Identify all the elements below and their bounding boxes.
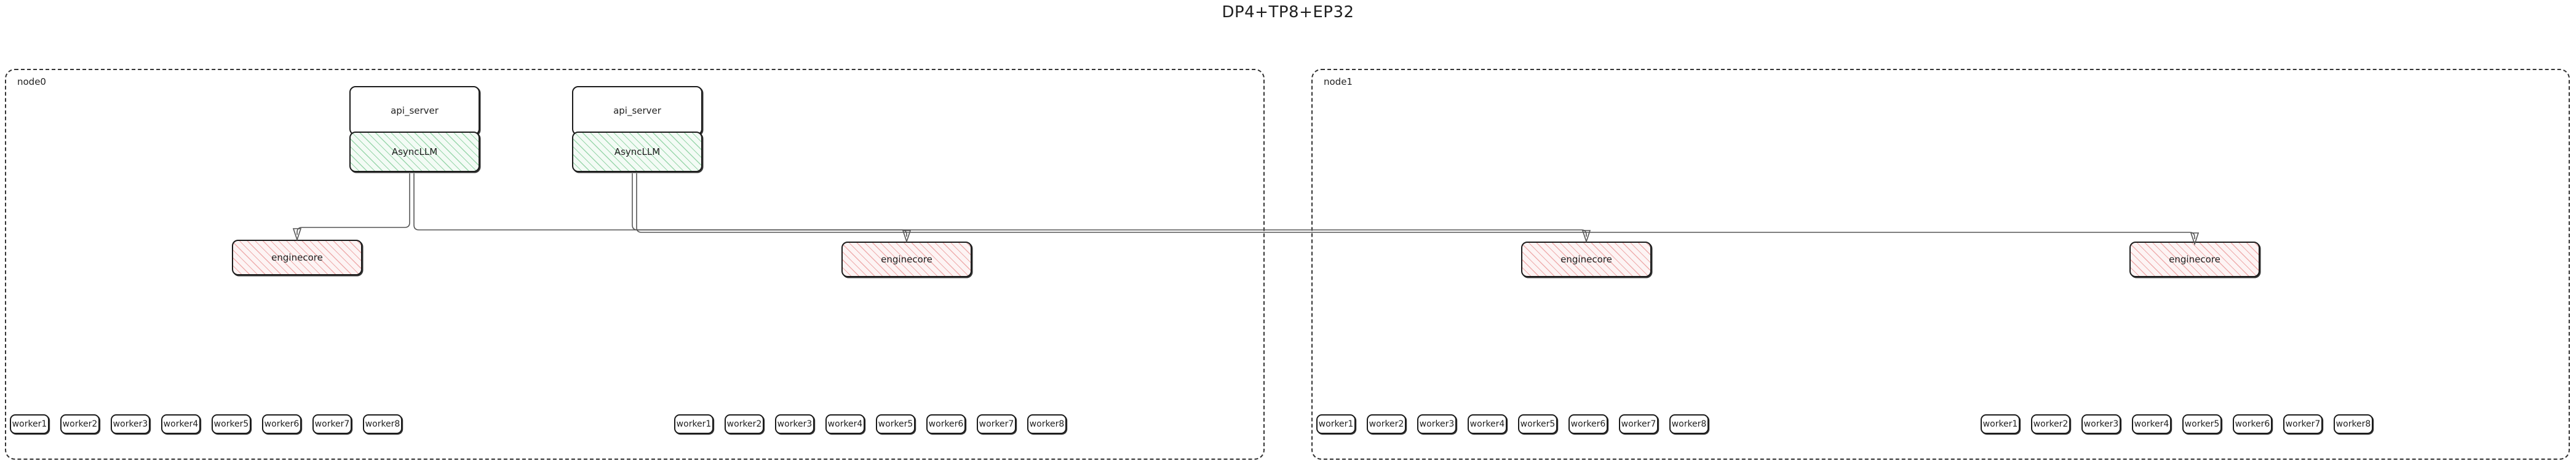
worker-label: worker5	[878, 419, 913, 429]
worker-box[interactable]: worker5	[2182, 414, 2222, 434]
worker-label: worker8	[1671, 419, 1707, 429]
worker-box[interactable]: worker2	[725, 414, 764, 434]
worker-label: worker8	[365, 419, 400, 429]
enginecore-label: enginecore	[2169, 254, 2220, 265]
enginecore-label: enginecore	[881, 254, 932, 265]
asyncllm-box-1[interactable]: AsyncLLM	[572, 132, 702, 172]
worker-box[interactable]: worker7	[2283, 414, 2323, 434]
worker-label: worker7	[1621, 419, 1656, 429]
worker-box[interactable]: worker2	[60, 414, 100, 434]
worker-label: worker3	[2083, 419, 2119, 429]
worker-box[interactable]: worker5	[1518, 414, 1557, 434]
worker-box[interactable]: worker1	[10, 414, 49, 434]
enginecore-box-node0-0[interactable]: enginecore	[232, 240, 362, 275]
worker-label: worker4	[163, 419, 199, 429]
worker-label: worker1	[676, 419, 712, 429]
worker-box[interactable]: worker1	[1316, 414, 1356, 434]
worker-box[interactable]: worker1	[674, 414, 714, 434]
worker-box[interactable]: worker5	[876, 414, 915, 434]
worker-label: worker3	[113, 419, 148, 429]
worker-box[interactable]: worker4	[2132, 414, 2171, 434]
worker-label: worker8	[1029, 419, 1065, 429]
worker-label: worker2	[62, 419, 98, 429]
worker-label: worker5	[2184, 419, 2220, 429]
worker-label: worker6	[928, 419, 964, 429]
worker-label: worker3	[1419, 419, 1455, 429]
worker-box[interactable]: worker5	[212, 414, 251, 434]
worker-box[interactable]: worker1	[1981, 414, 2020, 434]
worker-label: worker7	[314, 419, 350, 429]
page-title: DP4+TP8+EP32	[1222, 3, 1354, 22]
worker-box[interactable]: worker6	[1568, 414, 1608, 434]
worker-box[interactable]: worker6	[262, 414, 301, 434]
enginecore-box-node0-1[interactable]: enginecore	[841, 242, 972, 277]
worker-box[interactable]: worker4	[1468, 414, 1507, 434]
worker-label: worker2	[2033, 419, 2069, 429]
worker-label: worker4	[2134, 419, 2169, 429]
worker-label: worker1	[12, 419, 47, 429]
worker-box[interactable]: worker2	[2031, 414, 2070, 434]
worker-box[interactable]: worker4	[825, 414, 865, 434]
worker-label: worker6	[2235, 419, 2270, 429]
enginecore-label: enginecore	[1560, 254, 1612, 265]
cluster-label-node0: node0	[17, 76, 46, 87]
worker-box[interactable]: worker3	[111, 414, 150, 434]
worker-label: worker4	[1469, 419, 1505, 429]
asyncllm-label: AsyncLLM	[391, 146, 438, 157]
worker-box[interactable]: worker7	[312, 414, 352, 434]
worker-box[interactable]: worker8	[1027, 414, 1067, 434]
worker-label: worker6	[264, 419, 300, 429]
worker-label: worker2	[1369, 419, 1404, 429]
worker-box[interactable]: worker8	[363, 414, 402, 434]
worker-label: worker4	[827, 419, 863, 429]
worker-box[interactable]: worker8	[1669, 414, 1709, 434]
worker-label: worker5	[213, 419, 249, 429]
worker-box[interactable]: worker2	[1367, 414, 1406, 434]
enginecore-label: enginecore	[271, 252, 323, 263]
worker-box[interactable]: worker4	[161, 414, 201, 434]
api-server-label: api_server	[391, 105, 439, 116]
worker-label: worker3	[777, 419, 813, 429]
api-server-label: api_server	[613, 105, 661, 116]
worker-box[interactable]: worker7	[1619, 414, 1658, 434]
worker-label: worker7	[979, 419, 1014, 429]
worker-label: worker8	[2335, 419, 2371, 429]
worker-box[interactable]: worker3	[1417, 414, 1457, 434]
worker-label: worker1	[1982, 419, 2018, 429]
asyncllm-box-0[interactable]: AsyncLLM	[349, 132, 480, 172]
asyncllm-label: AsyncLLM	[614, 146, 661, 157]
worker-box[interactable]: worker7	[977, 414, 1016, 434]
cluster-node0: node0	[5, 69, 1265, 460]
enginecore-box-node1-1[interactable]: enginecore	[2129, 242, 2260, 277]
api-server-box-1[interactable]: api_server	[572, 86, 702, 135]
worker-box[interactable]: worker6	[926, 414, 966, 434]
worker-box[interactable]: worker6	[2233, 414, 2272, 434]
cluster-node1: node1	[1311, 69, 2570, 460]
worker-box[interactable]: worker3	[2081, 414, 2121, 434]
worker-label: worker2	[726, 419, 762, 429]
worker-box[interactable]: worker3	[775, 414, 814, 434]
worker-label: worker7	[2285, 419, 2321, 429]
worker-label: worker5	[1520, 419, 1556, 429]
worker-label: worker1	[1318, 419, 1354, 429]
worker-box[interactable]: worker8	[2334, 414, 2373, 434]
api-server-box-0[interactable]: api_server	[349, 86, 480, 135]
cluster-label-node1: node1	[1324, 76, 1353, 87]
enginecore-box-node1-0[interactable]: enginecore	[1521, 242, 1652, 277]
worker-label: worker6	[1570, 419, 1606, 429]
